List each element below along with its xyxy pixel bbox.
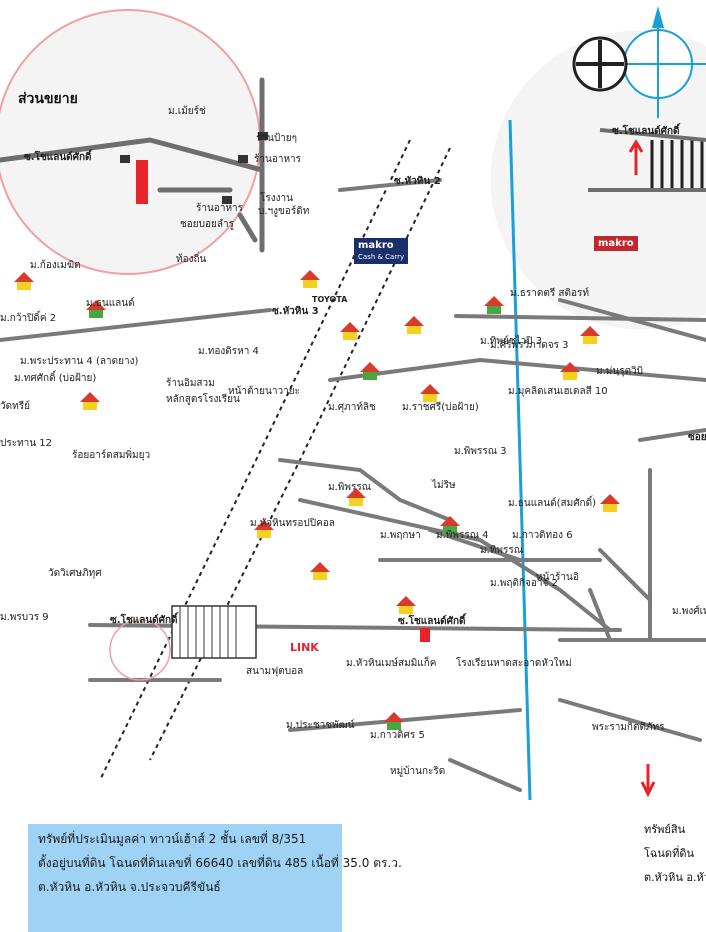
place-label: ม.ก้องเมฆิต bbox=[30, 260, 81, 271]
place-label: ม.ประชาชพัฒน์ bbox=[286, 720, 355, 731]
legend-line-2: ตั้งอยู่บนที่ดิน โฉนดที่ดินเลขที่ 66640 … bbox=[38, 856, 402, 870]
link-logo: LINK bbox=[290, 641, 319, 654]
place-label: ม.ศิริพรวิภาดจร 3 bbox=[490, 340, 569, 351]
place-label: ม.พงศ์เทพ bbox=[672, 606, 706, 617]
place-label: พระรามกิตติภัทร bbox=[592, 722, 665, 733]
place-label: ม.พฤกษา bbox=[380, 530, 421, 541]
road-label: ซ.หัวหิน 2 bbox=[394, 176, 441, 187]
place-label: ม.หัวหินทรอปปิคอล bbox=[250, 518, 335, 529]
inset-label: ร้านอาหาร bbox=[196, 203, 244, 214]
right-inset-circle bbox=[489, 29, 706, 331]
place-label: ร้อยอาร์ดสมพิ่มยุว bbox=[72, 450, 151, 461]
road-label: ซ.หัวหิน 3 bbox=[272, 306, 319, 317]
place-label: ม.ศุภาท์ลิช bbox=[328, 402, 376, 413]
road-label: ซอย bbox=[688, 432, 706, 443]
inset-shop-icons bbox=[120, 132, 268, 204]
property-marker bbox=[420, 628, 430, 642]
place-label: ม.พระประทาน 4 (ลาดยาง) bbox=[20, 356, 139, 367]
inset-label: บ.ฯงูขอร์ดิท bbox=[258, 206, 310, 217]
place-label: วัดวิเศษภิทุศ bbox=[48, 568, 102, 579]
place-label: ไม่ริษ bbox=[432, 480, 456, 491]
place-label: ม.ทศศักดิ์ (บ่อฝ้าย) bbox=[14, 373, 97, 384]
legend-line-1: ทรัพย์ที่ประเมินมูลค่า ทาวน์เฮ้าส์ 2 ชั้… bbox=[38, 832, 307, 846]
makro-logo-text: makro bbox=[358, 240, 394, 251]
legend-right-box: ทรัพย์สิน โฉนดที่ดิน ต.หัวหิน อ.หัวหิน bbox=[640, 810, 706, 932]
makro-logo-sub: Cash & Carry bbox=[358, 253, 405, 261]
place-label: ม.กว้าปิดิ์ค่ 2 bbox=[0, 313, 57, 324]
place-label: หน้าร้านอิ bbox=[536, 572, 579, 583]
compass bbox=[572, 6, 706, 118]
inset-label: ร้านป้ายๆ bbox=[256, 133, 298, 144]
place-label: ม.หัวหินเมษ์สมมิแก็ค bbox=[346, 658, 437, 669]
place-label: ม.มุคลิดเสนเฮเดลสี 10 bbox=[508, 386, 608, 397]
makro-logo-right-text: makro bbox=[598, 238, 634, 249]
place-label: ม.ม่นฺรุตวิบิ bbox=[596, 366, 644, 377]
place-label: โรงเรียนหาดสะอาดหัวใหม่ bbox=[456, 658, 572, 669]
legend-line-3: ต.หัวหิน อ.หัวหิน จ.ประจวบคีรีขันธ์ bbox=[38, 880, 221, 894]
place-label: ม.ธนแลนด์(สมศักดิ์) bbox=[508, 498, 597, 509]
place-label: ม.ธราดตรี สติอรท์ bbox=[510, 288, 589, 299]
place-label: ม.พิพรรณ bbox=[328, 482, 371, 493]
place-label: ม.พฤติกิจอาจ 2 bbox=[490, 578, 558, 589]
legend-right-line-1: ทรัพย์สิน bbox=[644, 823, 686, 836]
inset-label: ร้านอาหาร bbox=[254, 154, 302, 165]
place-label: ม.พิพรรณ 3 bbox=[454, 446, 507, 457]
road-label: ซ.โชแลนด์ศักดิ์ bbox=[398, 616, 466, 627]
place-label: สนามฟุตบอล bbox=[246, 666, 304, 677]
place-label: ประทาน 12 bbox=[0, 438, 53, 449]
inset-label: ชอยบอยลำรู bbox=[180, 219, 234, 230]
place-label: ท้องถิ่น bbox=[176, 254, 207, 265]
place-label: ม.พิพรรณ 4 bbox=[436, 530, 489, 541]
place-label: หน้าต้ายนาวายะ bbox=[228, 386, 300, 397]
road-label: ซ.โชแลนด์ศักดิ์ bbox=[612, 126, 680, 137]
inset-label: ม.เม้ยร์ช่ bbox=[168, 106, 206, 117]
right-inset-rows bbox=[650, 140, 704, 190]
rail-line bbox=[508, 119, 532, 801]
place-label: ม.ทิพย์ชไวปิ 3 bbox=[480, 336, 543, 347]
south-arrow bbox=[640, 764, 656, 798]
place-label: ม.พรบวร 9 bbox=[0, 612, 49, 623]
place-label: ม.ทิพรรณ bbox=[480, 545, 523, 556]
inset-roads bbox=[0, 77, 265, 253]
house-icons bbox=[14, 270, 620, 730]
place-label: ม.กาวดิทอง 6 bbox=[512, 530, 573, 541]
makro-logo: makro Cash & Carry bbox=[354, 238, 409, 264]
place-label: ม.ราชศรี(บ่อฝ้าย) bbox=[402, 402, 479, 413]
inset-highlight-property bbox=[136, 160, 148, 204]
place-label: ม.กาวดิศร 5 bbox=[370, 730, 425, 741]
legend-right-line-2: โฉนดที่ดิน bbox=[644, 847, 694, 860]
roundabout bbox=[109, 619, 171, 681]
legend-box: ทรัพย์ที่ประเมินมูลค่า ทาวน์เฮ้าส์ 2 ชั้… bbox=[28, 824, 402, 932]
place-label: หมู่บ้านกะริด bbox=[390, 766, 446, 777]
football-field bbox=[171, 605, 257, 659]
road-label: ซ.โชแลนด์ศักดิ์ bbox=[110, 615, 178, 626]
place-label: ม.ธนแลนด์ bbox=[86, 298, 135, 309]
place-label: ร้านอิมสวม bbox=[166, 378, 215, 389]
inset-title: ส่วนขยาย bbox=[18, 91, 78, 107]
toyota-logo: TOYOTA bbox=[312, 295, 348, 304]
inset-label: โรงงาน bbox=[260, 193, 293, 204]
inset-road-label: ซ.โชแลนด์ศักดิ์ bbox=[24, 152, 92, 163]
right-inset-arrow bbox=[628, 139, 644, 175]
place-label: วัดทรีย์ bbox=[0, 401, 30, 412]
place-label: หลักสูตรโรงเรียน bbox=[166, 394, 240, 405]
legend-right-line-3: ต.หัวหิน อ.หัวหิน bbox=[644, 871, 706, 884]
right-inset-road-top bbox=[599, 128, 706, 142]
makro-logo-right: makro bbox=[594, 236, 638, 251]
field-stripes bbox=[179, 606, 237, 658]
place-label: ม.ทองดิรหา 4 bbox=[198, 346, 259, 357]
